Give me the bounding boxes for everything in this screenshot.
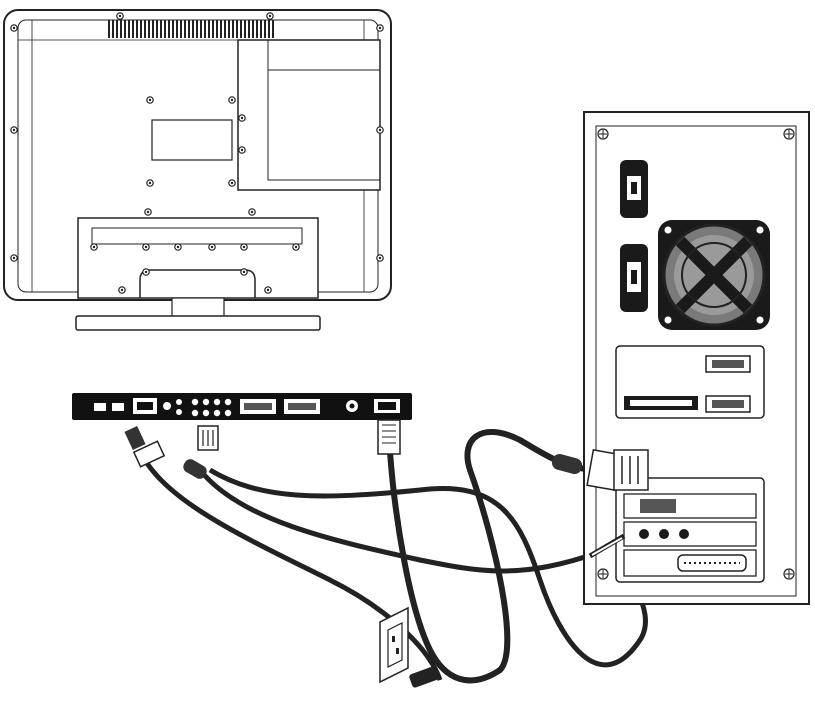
tv-screw-center bbox=[144, 270, 148, 274]
tv-screw-center bbox=[378, 26, 382, 30]
vent-slat bbox=[156, 20, 158, 38]
vent-slat bbox=[144, 20, 146, 38]
tv-screw-center bbox=[294, 245, 298, 249]
tv-screw-center bbox=[268, 14, 272, 18]
vent-slat bbox=[272, 20, 274, 38]
vent-slat bbox=[108, 20, 110, 38]
pc-fan bbox=[658, 220, 770, 330]
vent-slat bbox=[220, 20, 222, 38]
vent-slat bbox=[228, 20, 230, 38]
tv-lower-housing bbox=[77, 217, 319, 299]
tv-screw-center bbox=[240, 148, 244, 152]
vent-slat bbox=[252, 20, 254, 38]
vent-slat bbox=[256, 20, 258, 38]
tv-screw-center bbox=[176, 245, 180, 249]
vent-slat bbox=[240, 20, 242, 38]
tv-screw-center bbox=[12, 26, 16, 30]
tv-screw-center bbox=[230, 181, 234, 185]
tv-screw-center bbox=[148, 98, 152, 102]
vent-slat bbox=[184, 20, 186, 38]
vent-slat bbox=[216, 20, 218, 38]
pc-io-panel bbox=[615, 345, 765, 419]
tv-stand-mount-plate bbox=[237, 39, 381, 191]
tv-screw-center bbox=[118, 14, 122, 18]
tv-screw-center bbox=[148, 181, 152, 185]
vent-slat bbox=[172, 20, 174, 38]
tv-label-area bbox=[151, 119, 233, 161]
vent-slat bbox=[188, 20, 190, 38]
vent-slat bbox=[200, 20, 202, 38]
vent-slat bbox=[224, 20, 226, 38]
tv-screw-center bbox=[240, 116, 244, 120]
pc-expansion-slots bbox=[615, 477, 765, 583]
vent-slat bbox=[120, 20, 122, 38]
tv-screw-center bbox=[92, 245, 96, 249]
vent-slat bbox=[212, 20, 214, 38]
tv-screw-center bbox=[230, 98, 234, 102]
cables bbox=[137, 428, 648, 684]
vent-slat bbox=[116, 20, 118, 38]
vent-slat bbox=[160, 20, 162, 38]
audio-line-out bbox=[639, 529, 649, 539]
power-plug bbox=[409, 666, 439, 688]
vent-slat bbox=[208, 20, 210, 38]
audio-jack bbox=[163, 402, 171, 410]
vga-plug-pc bbox=[552, 448, 649, 492]
vent-slat bbox=[128, 20, 130, 38]
vent-slat bbox=[164, 20, 166, 38]
usb-plug bbox=[124, 425, 146, 451]
tv-screw-center bbox=[12, 256, 16, 260]
tv-screw-center bbox=[378, 256, 382, 260]
vent-slat bbox=[196, 20, 198, 38]
tv-stand-base bbox=[75, 315, 321, 331]
tv-side-plugs bbox=[124, 419, 401, 479]
vent-slat bbox=[244, 20, 246, 38]
vent-slat bbox=[204, 20, 206, 38]
usb-port-1 bbox=[94, 403, 106, 411]
vent-slat bbox=[136, 20, 138, 38]
vent-slat bbox=[268, 20, 270, 38]
vent-slat bbox=[236, 20, 238, 38]
tv-screw-center bbox=[146, 210, 150, 214]
pc-power-sockets bbox=[620, 160, 648, 312]
tv-screw-center bbox=[250, 210, 254, 214]
tv-screw-center bbox=[378, 128, 382, 132]
tv-stand-neck bbox=[171, 297, 225, 319]
vent-slat bbox=[180, 20, 182, 38]
tv-screw-center bbox=[242, 245, 246, 249]
tv-screw-center bbox=[266, 288, 270, 292]
vent-slat bbox=[264, 20, 266, 38]
serial-port bbox=[677, 554, 747, 572]
vent-slat bbox=[192, 20, 194, 38]
vent-slat bbox=[140, 20, 142, 38]
ferrite-core-1 bbox=[183, 459, 207, 479]
vent-slat bbox=[232, 20, 234, 38]
vent-slat bbox=[168, 20, 170, 38]
tv-screw-center bbox=[12, 128, 16, 132]
vent-slat bbox=[248, 20, 250, 38]
vent-slat bbox=[152, 20, 154, 38]
usb-port-2 bbox=[112, 403, 124, 411]
tv-connector-panel bbox=[72, 393, 412, 420]
vent-slat bbox=[124, 20, 126, 38]
vent-slat bbox=[176, 20, 178, 38]
vent-slat bbox=[112, 20, 114, 38]
tv-rear bbox=[3, 9, 392, 331]
tv-screw-center bbox=[242, 270, 246, 274]
wall-outlet bbox=[379, 606, 439, 688]
vga-output-port bbox=[640, 499, 676, 513]
pc-tower-rear bbox=[552, 111, 810, 605]
tv-top-vent bbox=[108, 20, 274, 38]
vent-slat bbox=[148, 20, 150, 38]
tv-screw-center bbox=[210, 245, 214, 249]
tv-screws bbox=[10, 12, 384, 294]
tv-screw-center bbox=[120, 288, 124, 292]
vent-slat bbox=[132, 20, 134, 38]
vent-slat bbox=[260, 20, 262, 38]
rca-jacks bbox=[191, 398, 232, 417]
tv-screw-center bbox=[144, 245, 148, 249]
pc-screws bbox=[597, 128, 795, 580]
